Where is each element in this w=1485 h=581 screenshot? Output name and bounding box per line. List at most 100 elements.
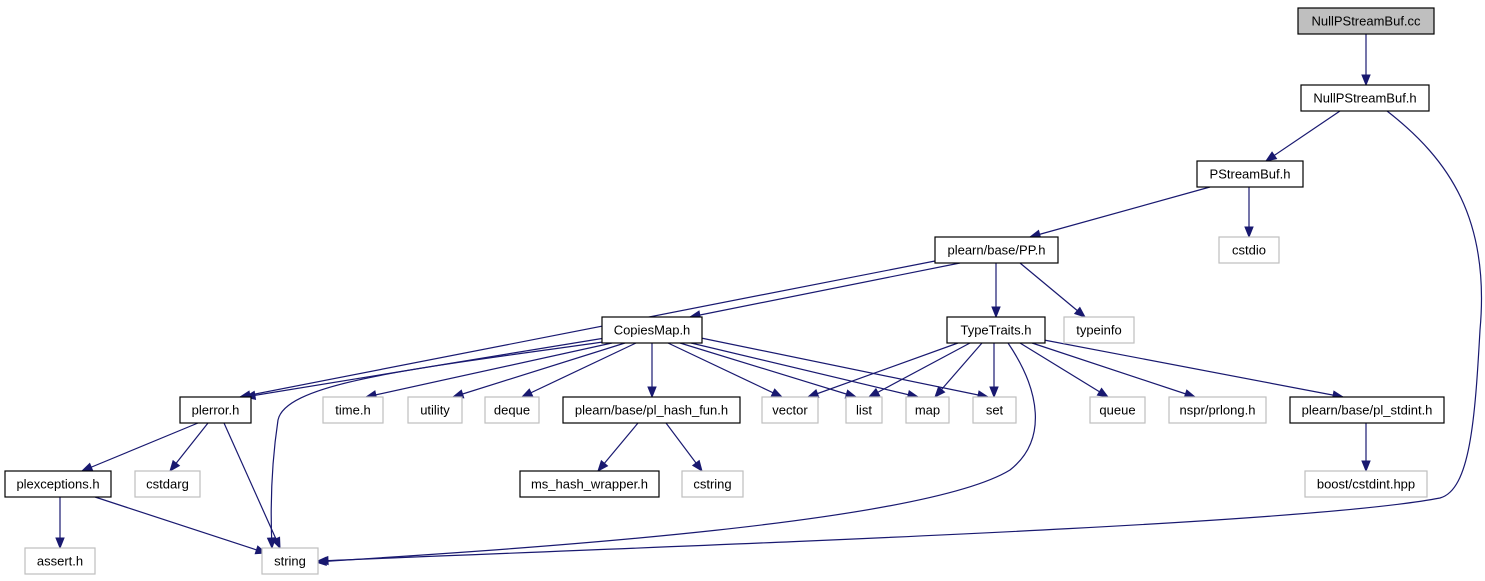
arrowhead-icon: [770, 388, 784, 398]
arrowhead-icon: [1073, 306, 1087, 318]
arrowhead-icon: [169, 459, 181, 473]
arrowhead-icon: [597, 459, 609, 473]
edge-line: [81, 422, 199, 472]
node-box[interactable]: [1300, 84, 1430, 112]
edge-plexceptions-h-to-assert-h: [55, 497, 65, 550]
node-label: cstring: [693, 477, 731, 492]
node-box: [681, 470, 744, 498]
arrowhead-icon: [867, 387, 881, 398]
node-label: PStreamBuf.h: [1210, 167, 1291, 182]
node-label: set: [986, 403, 1004, 418]
edge-line: [1019, 342, 1109, 398]
node-box[interactable]: [601, 316, 703, 344]
node-box: [1063, 316, 1135, 344]
node-plerror-h[interactable]: plerror.h: [179, 396, 252, 424]
edge-copiesmap-h-to-utility: [451, 342, 626, 399]
edge-typetraits-h-to-string: [314, 342, 1036, 567]
node-pl-hash-fun-h[interactable]: plearn/base/pl_hash_fun.h: [562, 396, 741, 424]
node-label: plearn/base/pl_stdint.h: [1302, 403, 1433, 418]
arrowhead-icon: [1244, 226, 1254, 239]
node-box[interactable]: [1289, 396, 1445, 424]
edge-typetraits-h-to-prlong-h: [1031, 342, 1197, 399]
node-label: utility: [420, 403, 450, 418]
node-label: time.h: [335, 403, 370, 418]
node-pl-stdint-h[interactable]: plearn/base/pl_stdint.h: [1289, 396, 1445, 424]
node-box[interactable]: [934, 236, 1059, 264]
node-box: [407, 396, 463, 424]
node-label: NullPStreamBuf.h: [1313, 91, 1416, 106]
node-label: plearn/base/PP.h: [947, 243, 1045, 258]
node-box[interactable]: [946, 316, 1046, 344]
node-typetraits-h[interactable]: TypeTraits.h: [946, 316, 1046, 344]
arrowhead-icon: [934, 385, 946, 399]
node-cstring: cstring: [681, 470, 744, 498]
node-label: vector: [772, 403, 808, 418]
node-box[interactable]: [179, 396, 252, 424]
node-label: NullPStreamBuf.cc: [1311, 14, 1421, 29]
node-copiesmap-h[interactable]: CopiesMap.h: [601, 316, 703, 344]
node-label: plearn/base/pl_hash_fun.h: [575, 403, 728, 418]
node-cstdio: cstdio: [1218, 236, 1280, 264]
node-label: CopiesMap.h: [614, 323, 691, 338]
node-label: cstdio: [1232, 243, 1266, 258]
node-time-h: time.h: [322, 396, 384, 424]
node-box[interactable]: [1196, 160, 1304, 188]
edge-pp-h-to-plerror-h: [238, 260, 936, 400]
edge-line: [1043, 339, 1344, 398]
edge-line: [689, 262, 961, 318]
edge-line: [1029, 186, 1211, 238]
node-label: string: [274, 554, 306, 569]
node-list: list: [845, 396, 883, 424]
node-plexceptions-h[interactable]: plexceptions.h: [4, 470, 112, 498]
edge-copiesmap-h-to-map: [690, 342, 920, 400]
node-box: [24, 547, 96, 575]
arrowhead-icon: [991, 306, 1001, 319]
edge-typetraits-h-to-set: [989, 343, 999, 399]
edge-line: [521, 342, 637, 398]
arrowhead-icon: [989, 386, 999, 399]
node-label: plerror.h: [192, 403, 240, 418]
node-box: [1089, 396, 1146, 424]
edge-typetraits-h-to-map: [934, 342, 983, 399]
edge-typetraits-h-to-queue: [1019, 342, 1110, 398]
node-label: assert.h: [37, 554, 83, 569]
edge-copiesmap-h-to-string: [266, 341, 604, 550]
edge-plexceptions-h-to-string: [94, 496, 268, 555]
edge-pstreambuf-h-to-cstdio: [1244, 187, 1254, 239]
node-box[interactable]: [562, 396, 741, 424]
node-layer: NullPStreamBuf.ccNullPStreamBuf.hPStream…: [4, 7, 1445, 575]
node-nullpstreambuf-h[interactable]: NullPStreamBuf.h: [1300, 84, 1430, 112]
node-box[interactable]: [4, 470, 112, 498]
node-typeinfo: typeinfo: [1063, 316, 1135, 344]
arrowhead-icon: [520, 388, 534, 398]
node-label: list: [856, 403, 872, 418]
edge-line: [679, 342, 857, 398]
node-prlong-h: nspr/prlong.h: [1168, 396, 1267, 424]
edge-line: [690, 342, 919, 398]
node-ms-hash-wrapper-h[interactable]: ms_hash_wrapper.h: [519, 470, 660, 498]
arrowhead-icon: [691, 459, 703, 473]
node-pp-h[interactable]: plearn/base/PP.h: [934, 236, 1059, 264]
node-box[interactable]: [519, 470, 660, 498]
edge-nullpstreambuf-h-to-pstreambuf-h: [1264, 110, 1341, 162]
arrowhead-icon: [271, 536, 281, 550]
edge-pl-hash-fun-h-to-cstring: [665, 422, 703, 473]
edge-line: [807, 342, 959, 398]
node-queue: queue: [1089, 396, 1146, 424]
node-label: plexceptions.h: [16, 477, 99, 492]
edge-pl-hash-fun-h-to-ms-hash-wrapper-h: [597, 422, 639, 473]
arrowhead-icon: [1264, 151, 1278, 162]
edge-pp-h-to-typetraits-h: [991, 263, 1001, 319]
node-box: [1168, 396, 1267, 424]
node-pstreambuf-h[interactable]: PStreamBuf.h: [1196, 160, 1304, 188]
edge-pp-h-to-copiesmap-h: [688, 262, 961, 320]
node-nullpstreambuf-cc[interactable]: NullPStreamBuf.cc: [1297, 7, 1435, 35]
edge-line: [1019, 262, 1086, 318]
edge-line: [315, 342, 1036, 563]
node-label: map: [915, 403, 940, 418]
edge-typetraits-h-to-list: [867, 342, 971, 398]
edge-plerror-h-to-cstdarg: [169, 422, 209, 473]
node-label: queue: [1099, 403, 1135, 418]
node-box[interactable]: [1297, 7, 1435, 35]
edge-line: [934, 342, 983, 398]
